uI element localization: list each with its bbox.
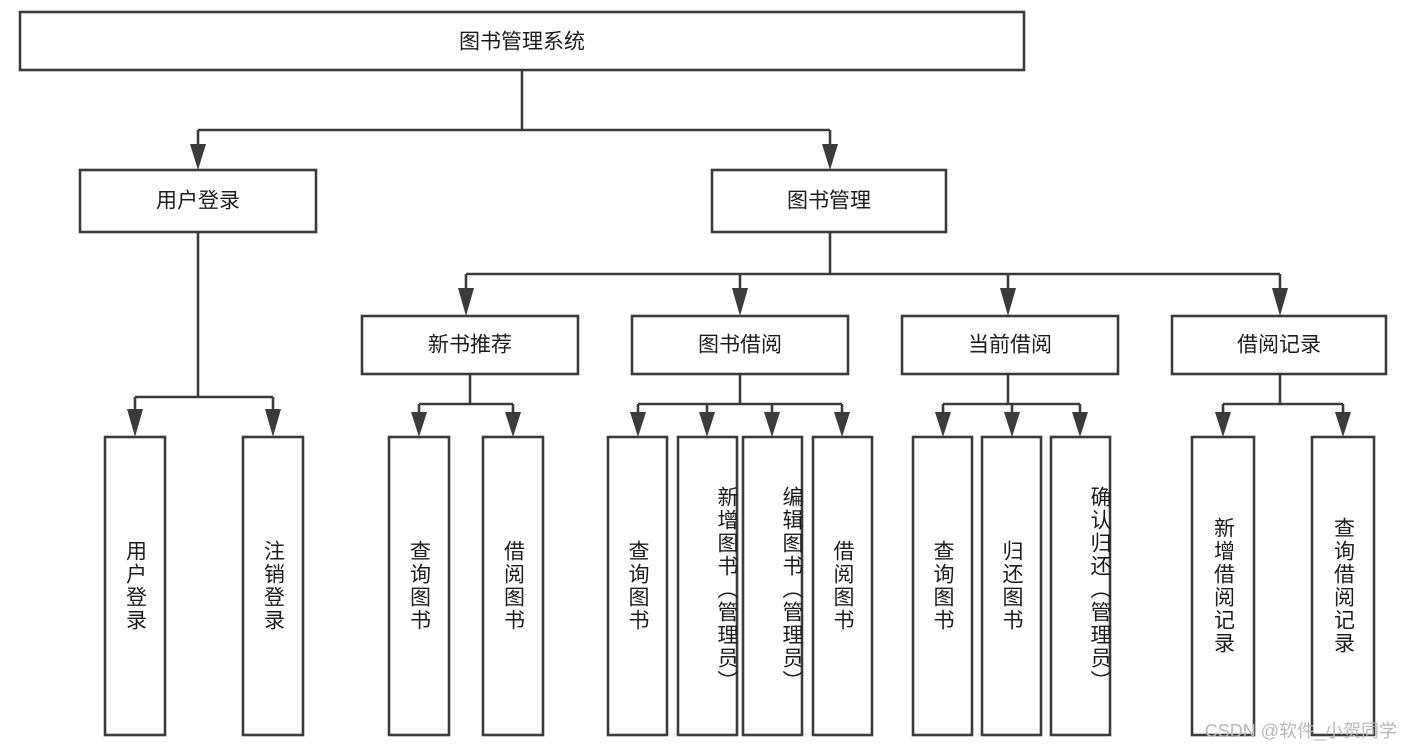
node-leaf-query-record[interactable] [1310, 435, 1376, 737]
connector-group-borrow-record [1215, 374, 1351, 437]
node-book-borrow[interactable] [630, 314, 850, 376]
connector-group-current-borrow [935, 374, 1088, 437]
node-book-manage-label: 图书管理 [787, 190, 871, 213]
node-user-login-label: 用户登录 [156, 190, 240, 213]
node-book-manage[interactable] [710, 168, 948, 234]
arrow-head-icon [411, 412, 427, 437]
node-leaf-borrow-book[interactable] [811, 435, 874, 737]
arrow-head-icon [1000, 288, 1016, 316]
node-book-borrow-label: 图书借阅 [698, 334, 782, 357]
connector-group-new-book-rec [411, 374, 521, 437]
node-user-login[interactable] [78, 168, 318, 234]
node-current-borrow[interactable] [900, 314, 1120, 376]
node-leaf-borrow-book-rec[interactable] [481, 435, 545, 737]
node-leaf-edit-book[interactable] [741, 435, 804, 737]
node-borrow-record[interactable] [1170, 314, 1388, 376]
node-leaf-return-book[interactable] [980, 435, 1043, 737]
arrow-head-icon [1335, 412, 1351, 437]
node-leaf-user-login[interactable] [103, 435, 167, 737]
node-leaf-confirm-return[interactable] [1049, 435, 1112, 737]
arrow-head-icon [699, 412, 715, 437]
arrow-head-icon [127, 409, 143, 437]
arrow-head-icon [1215, 412, 1231, 437]
arrow-head-icon [732, 288, 748, 316]
node-leaf-add-record[interactable] [1190, 435, 1256, 737]
node-borrow-record-label: 借阅记录 [1237, 334, 1321, 357]
node-leaf-add-book[interactable] [676, 435, 739, 737]
node-leaf-user-logout[interactable] [241, 435, 305, 737]
arrow-head-icon [1272, 288, 1288, 316]
node-new-book-rec[interactable] [360, 314, 580, 376]
arrow-head-icon [505, 412, 521, 437]
arrow-head-icon [265, 409, 281, 437]
arrow-head-icon [458, 288, 474, 316]
arrow-head-icon [822, 144, 838, 170]
connector-group-root [190, 70, 838, 170]
node-current-borrow-label: 当前借阅 [968, 334, 1052, 357]
arrow-head-icon [834, 412, 850, 437]
arrow-head-icon [1072, 412, 1088, 437]
watermark: CSDN @软件_小贺同学 [1204, 721, 1397, 741]
node-root-label: 图书管理系统 [459, 31, 585, 54]
node-root[interactable] [18, 10, 1026, 72]
node-leaf-query-book-current[interactable] [911, 435, 974, 737]
connector-group-book-manage [458, 232, 1288, 316]
node-leaf-query-book-rec[interactable] [387, 435, 451, 737]
arrow-head-icon [630, 412, 646, 437]
arrow-head-icon [190, 144, 206, 170]
node-leaf-query-book-borrow[interactable] [606, 435, 669, 737]
connector-group-book-borrow [630, 374, 850, 437]
node-new-book-rec-label: 新书推荐 [428, 334, 512, 357]
arrow-head-icon [1004, 412, 1020, 437]
connector-group-user-login [127, 232, 281, 437]
arrow-head-icon [764, 412, 780, 437]
arrow-head-icon [935, 412, 951, 437]
